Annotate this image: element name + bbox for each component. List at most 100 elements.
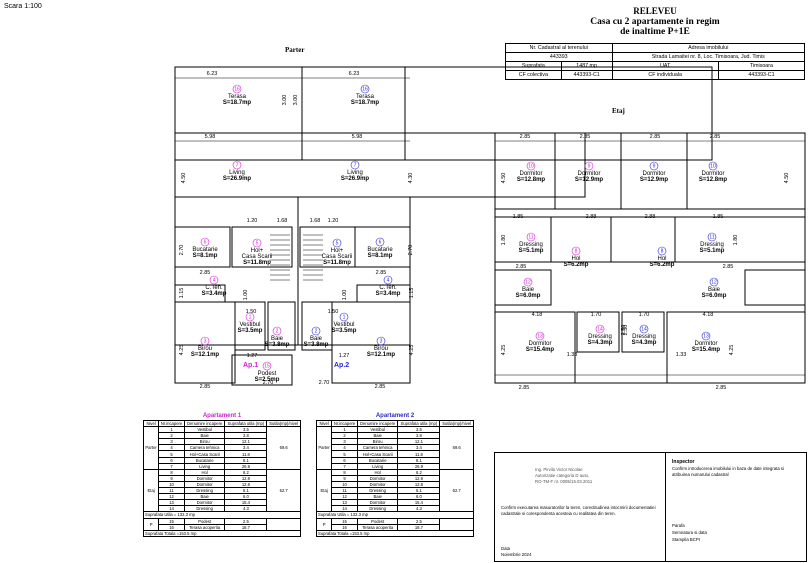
ground-dimension-label: 1.50: [328, 309, 339, 315]
upper-dimension-label: 1.70: [639, 312, 650, 318]
ground-dimension-label: 6.23: [207, 71, 218, 77]
upper-wall-14: [666, 311, 806, 384]
ground-room-name-line2: Casa Scarii: [322, 254, 353, 260]
ground-wall-15: [331, 301, 411, 384]
upper-room-name: Dressing: [588, 334, 612, 340]
certification-stamp: Ing. Pirvila Victor Nicolae Autorizatie …: [494, 452, 807, 562]
ground-room-number-circle: [350, 160, 360, 170]
ground-wall-6: [231, 226, 293, 268]
upper-dimension-label: 2.85: [519, 385, 530, 391]
ground-room-name: Birou: [374, 346, 388, 352]
upper-wall-10: [744, 269, 806, 306]
upper-room-number: 9: [653, 164, 656, 170]
upper-wall-8: [674, 216, 806, 263]
table-header: Nivel: [142, 419, 160, 428]
ground-wall-4: [297, 196, 411, 346]
ground-room-number-circle: [360, 84, 370, 94]
upper-room-number-circle: [523, 277, 533, 287]
ground-room-number-circle: [232, 84, 242, 94]
upper-dimension-label: 1.33: [676, 352, 687, 358]
ground-room-area: S=18.7mp: [351, 100, 380, 106]
ground-room-area: S=3.5mp: [332, 328, 357, 334]
upper-room-area: S=5.1mp: [519, 248, 544, 254]
ground-dimension-label: 1.27: [339, 353, 350, 359]
ground-dimension-label: 6.23: [349, 71, 360, 77]
ground-wall-16: [231, 354, 293, 386]
ground-room-name-line2: Casa Scarii: [242, 254, 273, 260]
upper-room-number: 14: [641, 327, 647, 333]
upper-room-name: Dormitor: [577, 171, 600, 177]
level-cell: P: [142, 517, 160, 531]
surveyor-section: Ing. Pirvila Victor Nicolae Autorizatie …: [495, 453, 666, 561]
upper-wall-13: [621, 311, 665, 353]
level-cell: P: [315, 517, 333, 531]
ground-dimension-label: 1.15: [179, 288, 185, 299]
cf-individual-value: 443393-C1: [717, 70, 806, 80]
upper-room-number-circle: [709, 277, 719, 287]
level-total-cell: 62.7: [439, 468, 474, 513]
ground-dimension-label: 1.00: [342, 290, 348, 301]
upper-room-area: S=6.0mp: [702, 293, 727, 299]
upper-room-name: Dormitor: [694, 341, 717, 347]
ground-room-area: S=18.7mp: [223, 100, 252, 106]
upper-room-area: S=4.3mp: [588, 340, 613, 346]
ground-dimension-label: 1.68: [277, 218, 288, 224]
upper-room-number: 11: [709, 235, 714, 241]
ground-room-area: S=8.1mp: [193, 253, 218, 259]
ground-room-number-circle: [339, 312, 349, 322]
ground-room-number: 6: [379, 240, 382, 246]
upper-wall-12: [576, 311, 620, 353]
ground-dimension-label: 2.85: [376, 270, 387, 276]
level-total-cell: 69.6: [266, 426, 301, 470]
signature-date-label: Semnatura si data: [672, 530, 707, 535]
upper-room-area: S=12.8mp: [699, 177, 728, 183]
ground-room-number: 6: [204, 240, 207, 246]
ground-room-number: 7: [236, 163, 239, 169]
table-header: Sutila(mp)/nivel: [439, 419, 474, 428]
ground-room-area: S=3.4mp: [376, 291, 401, 297]
upper-dimension-label: 2.85: [723, 264, 734, 270]
date-label: Data: [501, 546, 511, 551]
upper-room-name: Hol: [571, 256, 580, 262]
ground-room-name: Bucatarie: [367, 247, 393, 253]
upper-dimension-label: 2.85: [580, 134, 591, 140]
ground-room-name: Hol+: [251, 248, 264, 254]
ground-dimension-label: 5.98: [352, 134, 363, 140]
ground-room-number: 15: [264, 364, 270, 370]
upper-room-number: 9: [588, 164, 591, 170]
property-info-table: Nr. Cadastral al terenului Adresa imobil…: [505, 43, 806, 80]
table-header: Nr.incapere: [158, 419, 185, 428]
inspector-title: Inspector: [672, 459, 695, 465]
level-total-cell: 69.6: [439, 426, 474, 470]
upper-dimension-label: 2.85: [520, 134, 531, 140]
ground-room-number: 16: [362, 87, 368, 93]
table-header: Suprafata utila (mp): [224, 419, 268, 428]
ground-dimension-label: 3.00: [282, 95, 288, 106]
table-cell: Terasa acoperita: [356, 523, 399, 531]
ground-dimension-label: 1.20: [247, 218, 258, 224]
table-cell: Camera tehnica: [356, 444, 399, 452]
ground-room-number-circle: [232, 160, 242, 170]
ground-dimension-label: 4.25: [409, 345, 415, 356]
dimension-lines: [175, 77, 805, 376]
upper-room-number-circle: [571, 246, 581, 256]
ground-room-name: Baie: [271, 336, 284, 342]
ground-room-area: S=26.9mp: [223, 176, 252, 182]
upper-dimension-label: 2.88: [586, 214, 597, 220]
upper-room-number: 8: [661, 249, 664, 255]
ground-floor-title: Parter: [285, 46, 305, 54]
upper-room-area: S=12.9mp: [575, 177, 604, 183]
upper-dimension-label: 2.85: [710, 134, 721, 140]
upper-room-number-circle: [526, 161, 536, 171]
table-header: Suprafata utila (mp): [397, 419, 441, 428]
ground-room-name: Terasa: [228, 94, 247, 100]
upper-room-number: 12: [711, 280, 717, 286]
grand-area-total: Suprafata Totala =153.5 mp: [316, 529, 474, 537]
ground-dimension-label: 4.25: [179, 345, 185, 356]
